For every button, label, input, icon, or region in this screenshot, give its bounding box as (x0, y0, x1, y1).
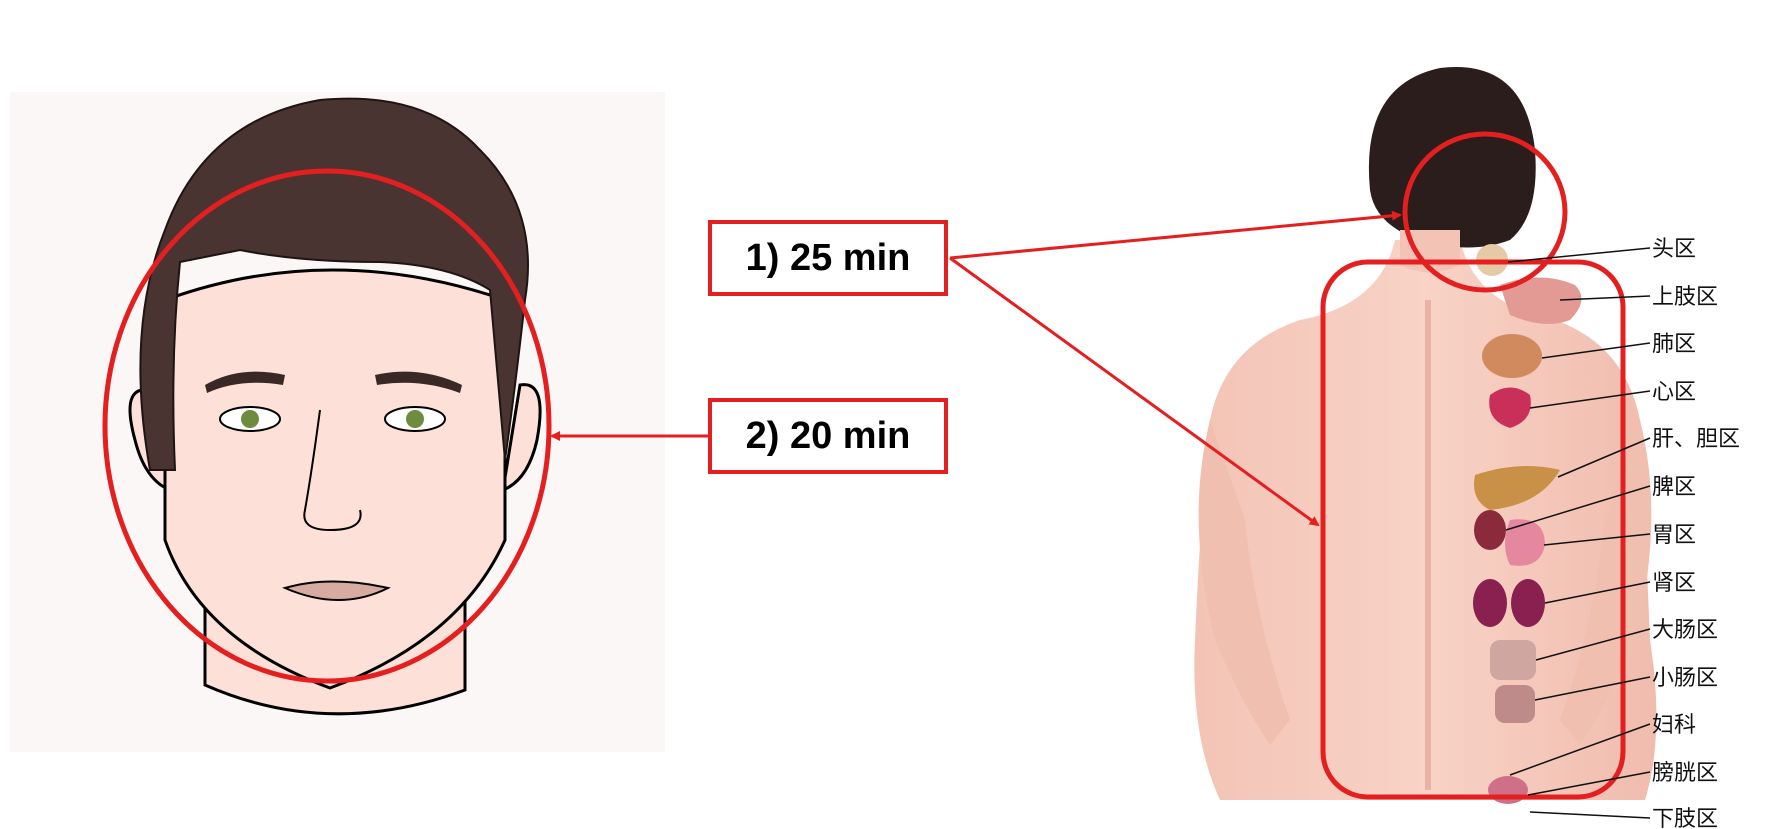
arrow-to-head-zone (950, 215, 1400, 258)
zone-label-8: 大肠区 (1652, 618, 1718, 643)
zone-label-5: 脾区 (1652, 475, 1696, 500)
step-2-label-box: 2) 20 min (708, 398, 948, 474)
face-illustration (10, 92, 665, 752)
right-kidney-icon (1511, 579, 1545, 627)
right-iris (406, 410, 424, 428)
zone-label-11: 膀胱区 (1652, 761, 1718, 786)
zone-label-9: 小肠区 (1652, 666, 1718, 691)
zone-label-4: 肝、胆区 (1652, 427, 1740, 452)
large-intestine-icon (1490, 640, 1536, 680)
zone-label-1: 上肢区 (1652, 285, 1718, 310)
small-intestine-icon (1495, 685, 1535, 723)
bladder-organ-icon (1488, 776, 1528, 804)
step-2-label: 2) 20 min (746, 415, 911, 458)
zone-label-10: 妇科 (1652, 713, 1696, 738)
step-1-label-box: 1) 25 min (708, 220, 948, 296)
zone-label-7: 肾区 (1652, 571, 1696, 596)
zone-label-12: 下肢区 (1652, 807, 1718, 829)
step-1-label: 1) 25 min (746, 237, 911, 280)
zone-label-0: 头区 (1652, 237, 1696, 262)
spleen-organ-icon (1474, 510, 1506, 550)
zone-label-6: 胃区 (1652, 523, 1696, 548)
left-iris (241, 410, 259, 428)
zone-label-2: 肺区 (1652, 332, 1696, 357)
zone-label-3: 心区 (1652, 380, 1696, 405)
back-illustration (1194, 67, 1656, 804)
left-kidney-icon (1473, 579, 1507, 627)
lung-organ-icon (1482, 334, 1542, 378)
zone-labels: 头区 上肢区 肺区 心区 肝、胆区 脾区 胃区 肾区 大肠区 小肠区 妇科 膀胱… (1652, 237, 1740, 829)
hair-bun (1369, 67, 1536, 247)
